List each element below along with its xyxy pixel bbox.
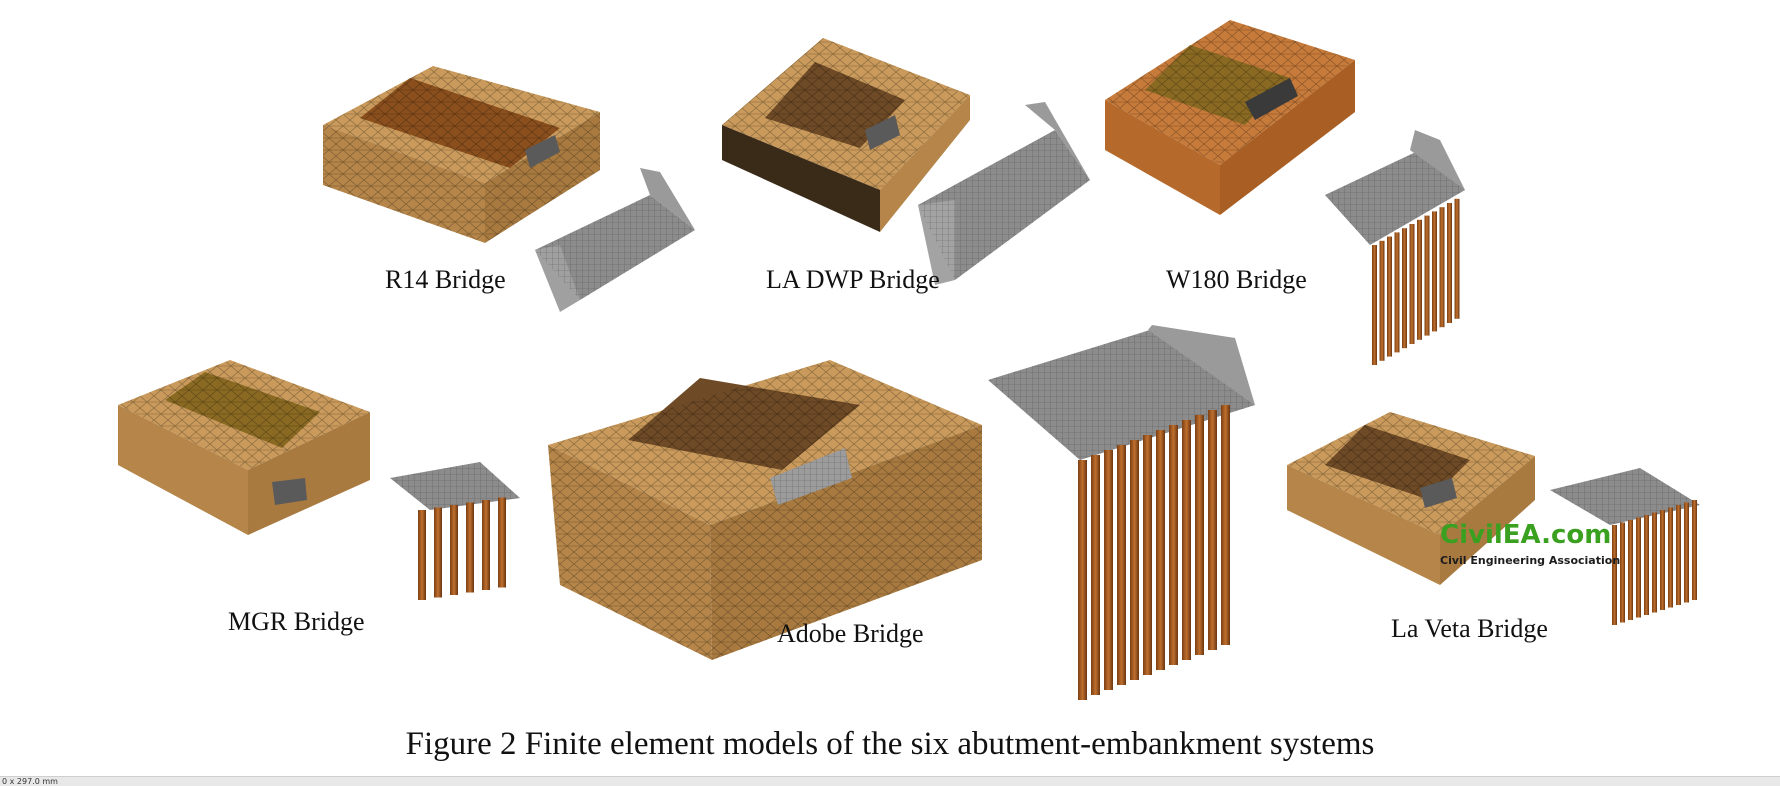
pile (1394, 232, 1400, 353)
pile (1143, 435, 1152, 675)
pile (1612, 525, 1617, 625)
pile (1091, 455, 1100, 695)
ladwp-embankment-model (722, 38, 970, 232)
pile (1684, 502, 1689, 603)
pile (1628, 520, 1633, 620)
pile (1432, 211, 1437, 332)
pile (1424, 215, 1430, 336)
mgr-embankment-model (118, 360, 370, 535)
pile (1676, 505, 1681, 605)
label-laveta-bridge: La Veta Bridge (1391, 614, 1548, 643)
pile (418, 510, 426, 600)
pile (434, 507, 442, 598)
pile (450, 505, 458, 595)
r14-embankment-model (323, 66, 600, 243)
pile (1078, 460, 1087, 700)
pile (1156, 430, 1165, 670)
pile (1447, 203, 1452, 323)
watermark-logo-text: CivilEA.com (1440, 520, 1612, 550)
pile (1182, 420, 1191, 660)
pile (1652, 512, 1657, 613)
pile (498, 497, 506, 588)
pile (1221, 405, 1230, 645)
pile (1104, 450, 1113, 690)
pile (1692, 500, 1697, 600)
pile (1620, 522, 1625, 623)
ladwp-abutment-model (918, 102, 1090, 285)
pile (1439, 207, 1445, 328)
pile (1117, 445, 1126, 685)
pile (1644, 515, 1649, 615)
w180-embankment-model (1105, 20, 1355, 215)
pile (1208, 410, 1217, 650)
laveta-pile-abutment-model (1550, 468, 1700, 625)
label-ladwp-bridge: LA DWP Bridge (766, 265, 940, 294)
mgr-pile-abutment-model (390, 462, 520, 600)
laveta-embankment-model (1287, 412, 1535, 585)
pile (1636, 517, 1641, 618)
label-mgr-bridge: MGR Bridge (228, 607, 365, 636)
pile (1387, 236, 1392, 357)
label-w180-bridge: W180 Bridge (1166, 265, 1307, 294)
label-adobe-bridge: Adobe Bridge (777, 619, 924, 648)
pile (1417, 219, 1422, 340)
watermark-subtitle: Civil Engineering Association (1440, 554, 1621, 567)
adobe-embankment-model (548, 360, 982, 660)
figure-caption: Figure 2 Finite element models of the si… (405, 726, 1375, 762)
label-r14-bridge: R14 Bridge (385, 265, 506, 294)
pile (1660, 510, 1665, 610)
pile (1668, 507, 1673, 608)
page-size-readout: 0 x 297.0 mm (2, 777, 58, 786)
pile (1195, 415, 1204, 655)
status-bar: 0 x 297.0 mm (0, 776, 1780, 786)
pile (1130, 440, 1139, 680)
pile (1454, 198, 1460, 319)
pile (1379, 240, 1385, 361)
r14-abutment-model (535, 168, 695, 312)
w180-pile-abutment-model (1325, 130, 1465, 365)
pile (482, 500, 490, 590)
pile (1402, 228, 1407, 349)
watermark-logo: CivilEA.com Civil Engineering Associatio… (1440, 520, 1650, 576)
adobe-pile-abutment-model (988, 325, 1255, 700)
pile (1409, 224, 1415, 344)
pile (1169, 425, 1178, 665)
pile (1372, 245, 1377, 365)
pile (466, 502, 474, 593)
